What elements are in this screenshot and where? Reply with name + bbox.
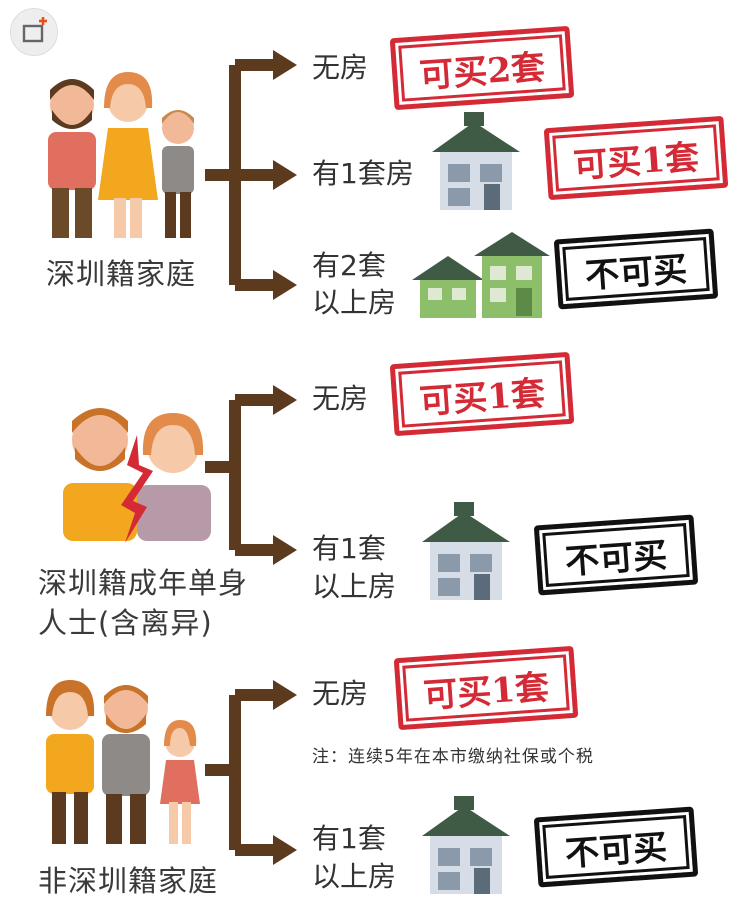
group-label-single-line1: 深圳籍成年单身 (38, 566, 249, 600)
house-icon (432, 112, 520, 210)
condition-no-house-1: 无房 (312, 51, 369, 84)
house-icon (422, 502, 510, 600)
single-adults-illustration (63, 408, 211, 543)
bracket-group-2 (205, 385, 297, 565)
stamp-cannot-buy-3: 不可买 (533, 806, 699, 888)
stamp-can-buy-1-single: 可买1套 (389, 351, 575, 437)
bracket-group-3 (205, 680, 297, 865)
condition-two-plus-line1: 有2套 (312, 249, 386, 282)
condition-two-plus-line2: 以上房 (312, 286, 397, 319)
stamp-cannot-buy-2: 不可买 (533, 514, 699, 596)
condition-one-plus-line2-3: 以上房 (312, 860, 397, 893)
condition-one-plus-line2-2: 以上房 (312, 570, 397, 603)
footnote-social-security: 注：连续5年在本市缴纳社保或个税 (312, 747, 594, 767)
condition-no-house-2: 无房 (312, 382, 369, 415)
condition-one-plus-line1-2: 有1套 (312, 532, 386, 565)
app-icon-button[interactable] (10, 8, 58, 56)
stamp-can-buy-2: 可买2套 (389, 25, 575, 111)
plus-window-icon (22, 17, 47, 43)
green-houses-icon (412, 232, 550, 318)
family-illustration (48, 72, 194, 238)
house-icon (422, 796, 510, 894)
group-label-shenzhen-family: 深圳籍家庭 (46, 257, 197, 291)
group-label-non-shenzhen-family: 非深圳籍家庭 (38, 864, 219, 898)
stamp-cannot-buy-1: 不可买 (553, 228, 719, 310)
condition-one-plus-line1-3: 有1套 (312, 822, 386, 855)
condition-no-house-3: 无房 (312, 677, 369, 710)
family-illustration-2 (46, 680, 200, 844)
stamp-can-buy-1: 可买1套 (543, 115, 729, 201)
group-label-single-line2: 人士(含离异) (38, 606, 213, 640)
condition-one-house-1: 有1套房 (312, 157, 414, 190)
stamp-can-buy-1-nonlocal: 可买1套 (393, 645, 579, 731)
bracket-group-1 (205, 50, 297, 300)
